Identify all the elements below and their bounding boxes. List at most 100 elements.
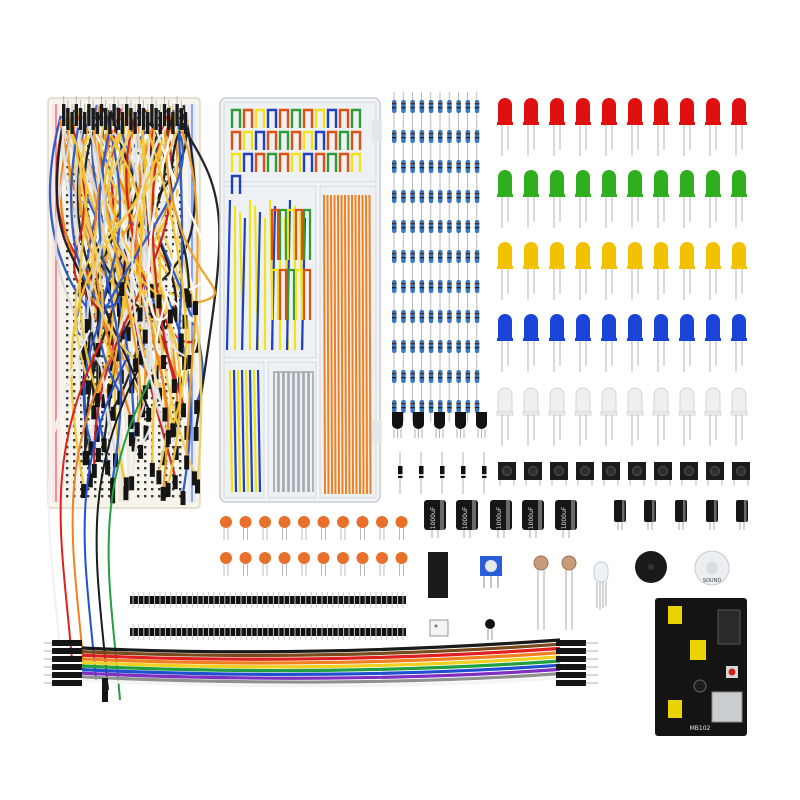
resistor-band: [428, 313, 434, 315]
resistor-band: [428, 167, 434, 169]
led-body: [524, 98, 538, 124]
push-button-cap: [710, 466, 720, 476]
led-rim: [731, 266, 747, 269]
resistor-body: [456, 340, 461, 353]
transistor-body: [392, 412, 403, 429]
jumper-wire: [98, 110, 122, 394]
jumper-pin-housing: [99, 104, 104, 126]
led-body: [524, 314, 538, 340]
resistor-body: [419, 220, 425, 233]
jumper-wire: [66, 112, 141, 398]
led-rim: [601, 338, 617, 341]
u-jumper-wire: [294, 268, 304, 320]
resistor-body: [401, 220, 406, 233]
resistor-band: [447, 313, 452, 315]
wire: [347, 194, 351, 495]
led-rim: [522, 411, 540, 416]
resistor-body: [456, 280, 461, 293]
resistor-body: [447, 190, 452, 203]
resistor-body: [456, 160, 461, 173]
ribbon-wire: [81, 676, 561, 688]
resistor-body: [419, 310, 425, 323]
resistor-body: [447, 370, 452, 383]
resistor-band: [456, 377, 461, 379]
resistor-body: [447, 160, 452, 173]
jumper-pin-housing: [154, 108, 158, 130]
resistor-band: [419, 313, 425, 315]
jumper-pin-housing: [83, 112, 87, 134]
resistor-band: [401, 253, 406, 255]
led-body: [602, 98, 616, 124]
led-rim: [523, 122, 539, 125]
resistor-band: [410, 313, 415, 315]
resistor-band: [401, 137, 406, 139]
resistor-body: [474, 370, 480, 383]
u-jumper-wire: [270, 208, 280, 260]
ribbon-wire: [81, 659, 561, 673]
resistor-body: [410, 340, 415, 353]
jumper-pin-housing: [88, 441, 94, 456]
resistor-band: [474, 223, 480, 225]
ic-chip: [428, 552, 448, 598]
led-body: [602, 314, 616, 340]
resistor-body: [392, 100, 397, 113]
resistor-band: [419, 283, 425, 285]
ceramic-capacitor-body: [278, 516, 291, 528]
led-body: [706, 314, 720, 340]
transistor-body: [434, 412, 445, 429]
led-rim: [575, 122, 591, 125]
led-rim: [678, 411, 696, 416]
diode-body: [461, 466, 466, 478]
resistor-band: [456, 253, 461, 255]
ceramic-capacitor-body: [376, 552, 388, 564]
led-body: [602, 170, 616, 196]
u-jumper-wire: [266, 130, 278, 150]
resistor-band: [428, 253, 434, 255]
led-rim: [523, 266, 539, 269]
resistor-band: [474, 347, 480, 349]
led-rim: [575, 194, 591, 197]
wire: [326, 194, 330, 495]
led-body: [705, 387, 721, 415]
jumper-wire: [48, 115, 152, 378]
resistor-body: [456, 310, 461, 323]
jumper-wire: [164, 121, 216, 305]
ceramic-capacitor-body: [239, 516, 252, 528]
jumper-wire: [106, 129, 143, 310]
resistor-band: [474, 287, 480, 289]
resistor-body: [428, 370, 434, 383]
jumper-wire: [149, 105, 209, 292]
resistor-body: [465, 370, 471, 383]
resistor-band: [419, 103, 425, 105]
jumper-pin-housing: [91, 108, 95, 130]
resistor-band: [438, 197, 443, 199]
resistor-body: [456, 130, 461, 143]
resistor-band: [456, 197, 461, 199]
led-rim: [601, 194, 617, 197]
resistor-band: [410, 133, 415, 135]
ribbon-connector-housing: [52, 656, 82, 662]
resistor-body: [410, 190, 415, 203]
electrolytic-capacitor-stripe: [538, 500, 542, 530]
resistor-body: [438, 400, 443, 413]
jumper-wire: [132, 133, 200, 326]
diode-body: [482, 466, 487, 478]
buzzers: SOUND: [635, 550, 730, 586]
wire: [365, 194, 368, 495]
resistor-band: [401, 373, 406, 375]
led-rim: [627, 122, 643, 125]
electrolytic-capacitor-stripe: [440, 500, 444, 530]
resistor-body: [438, 160, 443, 173]
resistor-band: [438, 163, 443, 165]
u-jumper-wire: [338, 130, 350, 150]
resistor-band: [392, 407, 397, 409]
push-button-cap: [658, 466, 668, 476]
led-rim: [730, 411, 748, 416]
u-jumper-wire: [302, 108, 314, 128]
jumper-pin-housing: [171, 378, 177, 393]
led-rim: [627, 338, 643, 341]
resistor-band: [456, 167, 461, 169]
jumper-wire: [92, 123, 153, 388]
u-jumper-wire: [278, 108, 290, 128]
u-jumper-wire: [278, 268, 288, 320]
